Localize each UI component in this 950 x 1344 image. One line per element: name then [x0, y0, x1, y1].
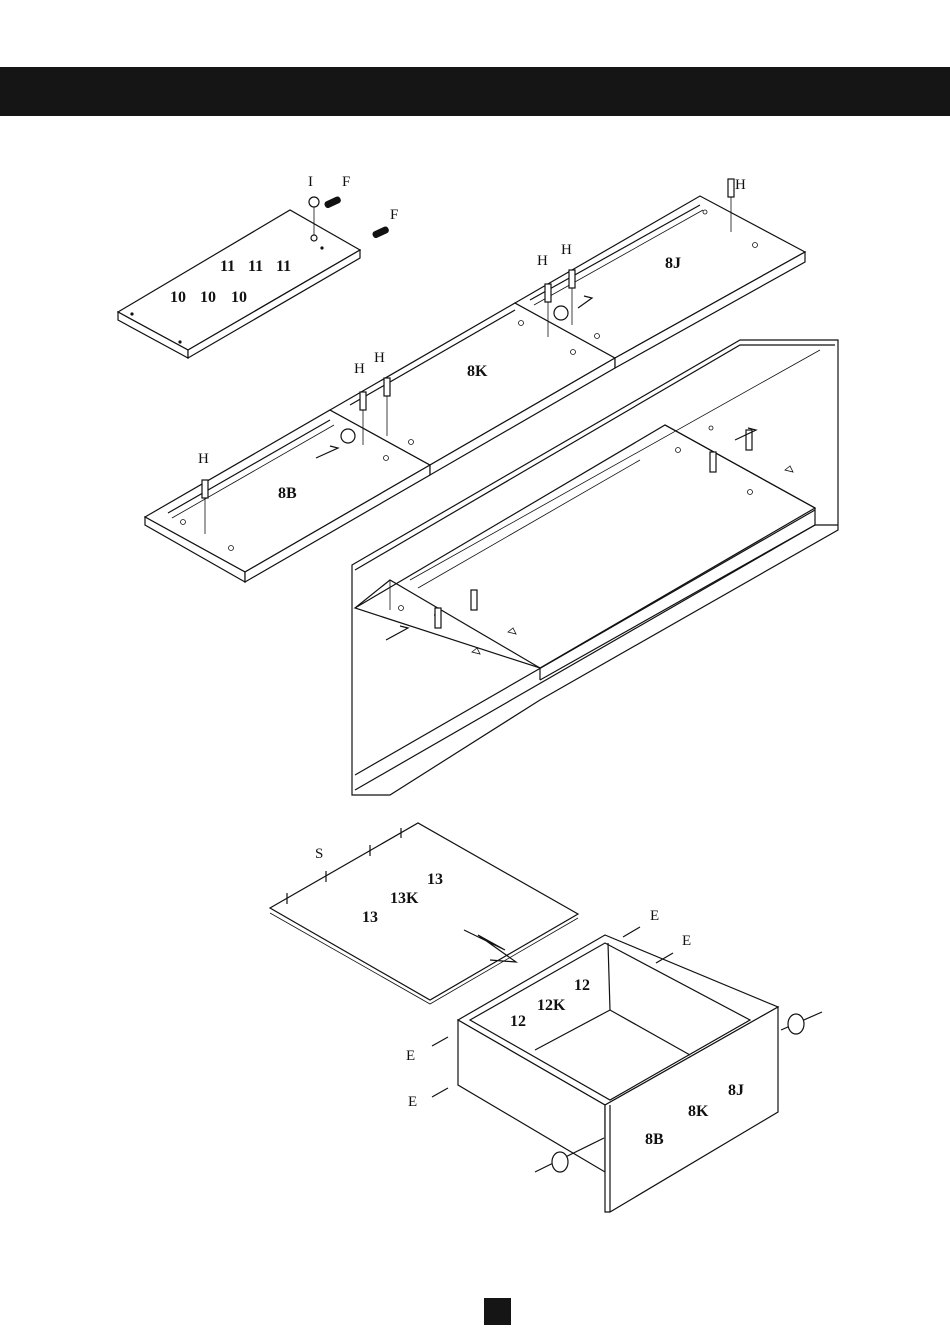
part-label: 12 [574, 977, 590, 994]
part-label: 8B [278, 485, 297, 502]
part-label: 8K [688, 1103, 709, 1120]
page-marker [484, 1298, 511, 1325]
hardware-label: E [650, 908, 659, 924]
part-label: 13 [362, 909, 378, 926]
part-label: 11 [248, 258, 263, 275]
hardware-label: E [406, 1048, 415, 1064]
part-label: 10 [170, 289, 186, 306]
hardware-label: E [682, 933, 691, 949]
part-label: 12K [537, 997, 566, 1014]
part-label: 11 [276, 258, 291, 275]
hardware-label: F [390, 207, 398, 223]
part-label: 11 [220, 258, 235, 275]
top-panel [118, 195, 390, 358]
hardware-label: H [537, 253, 548, 269]
hardware-label: H [735, 177, 746, 193]
part-label: 8J [728, 1082, 744, 1099]
part-label: 12 [510, 1013, 526, 1030]
hardware-label: S [315, 846, 323, 862]
hardware-label: H [198, 451, 209, 467]
part-label: 8B [645, 1131, 664, 1148]
part-label: 10 [200, 289, 216, 306]
part-label: 10 [231, 289, 247, 306]
hardware-label: H [354, 361, 365, 377]
hardware-label: I [308, 174, 313, 190]
hardware-label: F [342, 174, 350, 190]
part-label: 13 [427, 871, 443, 888]
drawer-box [432, 927, 822, 1212]
part-label: 13K [390, 890, 419, 907]
part-label: 8J [665, 255, 681, 272]
hardware-label: H [374, 350, 385, 366]
hardware-label: H [561, 242, 572, 258]
part-label: 8K [467, 363, 488, 380]
dowel-icon [323, 195, 389, 239]
hardware-label: E [408, 1094, 417, 1110]
